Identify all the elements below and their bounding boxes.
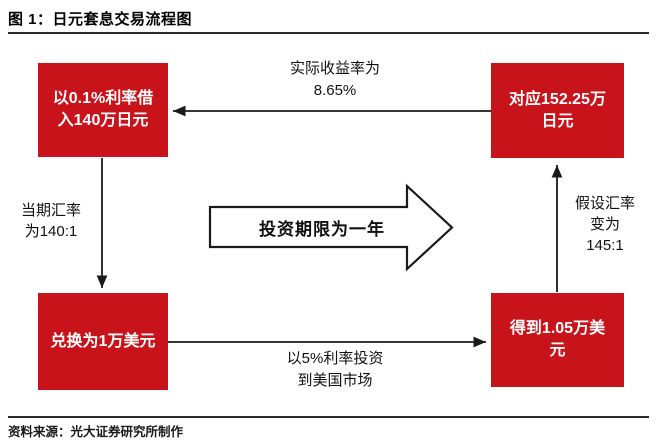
edge-label-actual-return: 实际收益率为 8.65% [289,60,380,99]
node-usd-result: 得到1.05万美 元 [491,293,624,387]
footer-divider [8,416,649,418]
node-yen-repayment: 对应152.25万 日元 [491,63,624,158]
node-borrow-yen: 以0.1%利率借 入140万日元 [38,63,168,157]
edge-label-invest-us-market: 以5%利率投资 到美国市场 [286,350,384,389]
node-exchange-usd: 兑换为1万美元 [38,293,168,390]
source-note: 资料来源：光大证券研究所制作 [8,425,184,439]
figure-title: 图 1：日元套息交易流程图 [8,11,193,28]
header-divider [8,32,649,34]
edge-label-assumed-fx-rate: 假设汇率 变为 145:1 [574,195,635,254]
investment-period-label: 投资期限为一年 [259,219,385,239]
edge-label-current-fx-rate: 当期汇率 为140:1 [20,202,81,240]
